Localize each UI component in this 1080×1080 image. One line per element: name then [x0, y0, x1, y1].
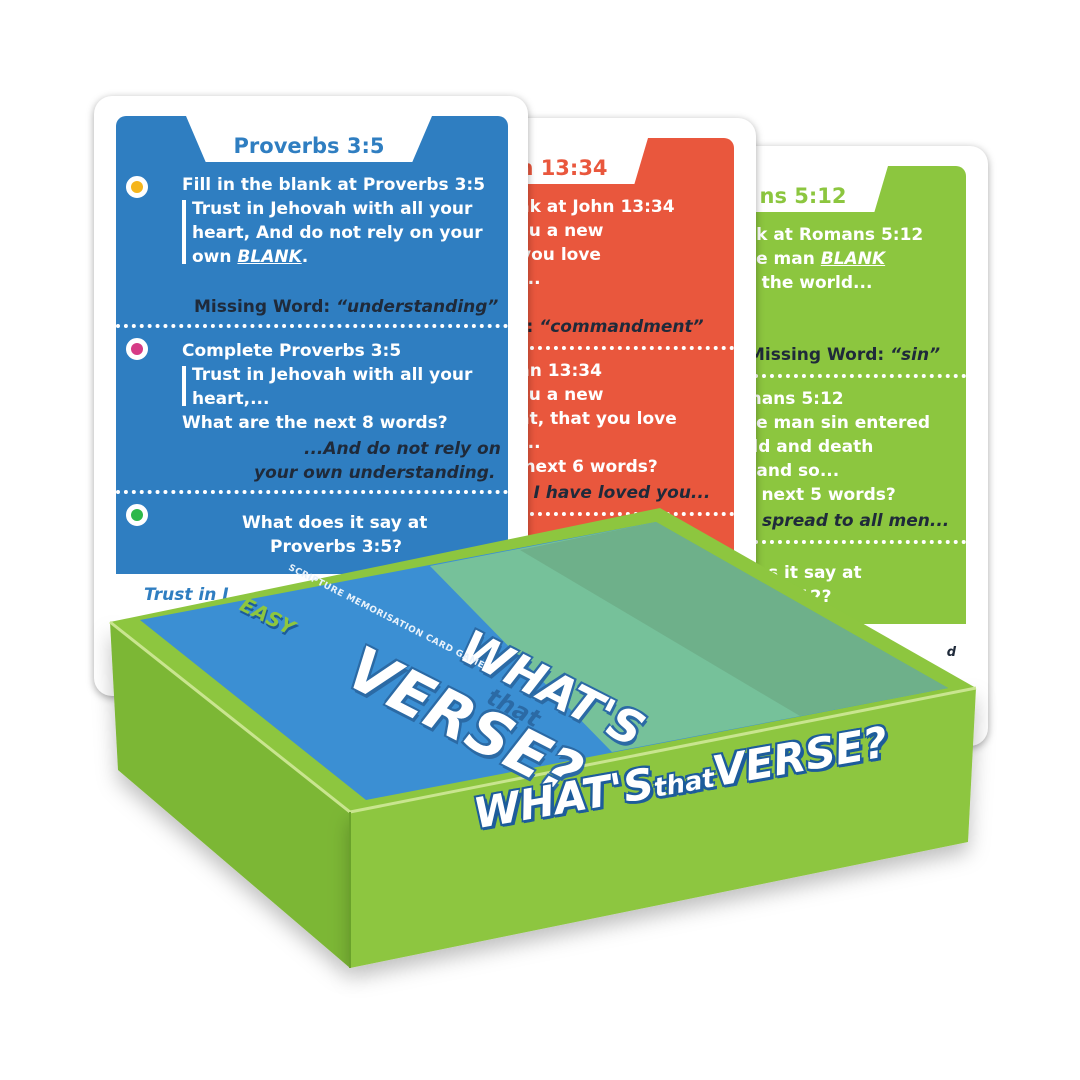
card-john-q2-line1: you a new	[506, 385, 604, 405]
card-proverbs-q1-line3-a: own	[192, 247, 238, 267]
card-proverbs-title-tab: Proverbs 3:5	[186, 116, 432, 162]
card-romans-q1-line1-a: ne man	[744, 249, 821, 269]
card-romans-divider-1	[738, 374, 966, 378]
card-proverbs-q2-title: Complete Proverbs 3:5	[182, 341, 402, 361]
card-proverbs-q2-line1: Trust in Jehovah with all your	[192, 365, 473, 385]
card-romans-q2-title: mans 5:12	[744, 389, 844, 409]
card-proverbs-q1-quote-bar	[182, 200, 186, 264]
card-romans-q3-answer: d	[946, 645, 956, 660]
card-romans-missing-label: Missing Word:	[748, 345, 891, 365]
card-john-divider-2	[498, 512, 734, 516]
card-proverbs-q2-answer2: your own understanding.	[254, 463, 496, 483]
card-john-q1-title: ank at John 13:34	[506, 197, 675, 217]
card-proverbs-q1-line1: Trust in Jehovah with all your	[192, 199, 473, 219]
card-proverbs-q2-question: What are the next 8 words?	[182, 413, 448, 433]
card-john-q2-line2: ent, that you love	[506, 409, 677, 429]
card-romans-title: ns 5:12	[759, 184, 847, 208]
card-proverbs-divider-1	[116, 324, 508, 328]
card-proverbs-q3-line1: What does it say at	[242, 513, 428, 533]
card-romans-q1-line1: ne man BLANK	[744, 248, 885, 270]
card-proverbs-q2-line2: heart,...	[192, 389, 270, 409]
difficulty-dot-yellow	[126, 176, 148, 198]
card-proverbs-q3-line2: Proverbs 3:5?	[270, 537, 403, 557]
card-proverbs-q1-line2: heart, And do not rely on your	[192, 223, 483, 243]
card-john-q2-answer: as I have loved you...	[506, 483, 711, 503]
card-proverbs-missing-label: Missing Word:	[194, 297, 337, 317]
card-proverbs-q1-missing: Missing Word: “understanding”	[194, 296, 498, 318]
card-proverbs-missing-word: “understanding”	[336, 297, 499, 317]
card-romans-q3-line1: s it say at	[768, 563, 862, 583]
card-romans-q2-answer: n spread to all men...	[744, 511, 950, 531]
card-proverbs-q2-quote-bar	[182, 366, 186, 406]
card-romans-q2-question: e next 5 words?	[744, 485, 896, 505]
card-romans-q1-missing: Missing Word: “sin”	[748, 344, 940, 366]
card-john-title: n 13:34	[518, 156, 608, 180]
card-romans-divider-2	[738, 540, 966, 544]
card-romans-q1-blank: BLANK	[820, 249, 886, 269]
card-romans-q1-line2: o the world...	[744, 273, 873, 293]
card-john-divider-1	[498, 346, 734, 350]
card-john-q2-question: e next 6 words?	[506, 457, 658, 477]
card-john-missing-word: “commandment”	[539, 317, 704, 337]
card-proverbs-q1-blank: BLANK	[237, 247, 302, 267]
card-proverbs-q1-line3: own BLANK.	[192, 246, 308, 268]
card-proverbs-divider-2	[116, 490, 508, 494]
card-john-q2-title: ohn 13:34	[506, 361, 602, 381]
card-romans-title-tab: ns 5:12	[738, 166, 888, 212]
card-romans-q2-line2: rld and death	[744, 437, 874, 457]
card-proverbs-q1-line3-c: .	[301, 247, 309, 267]
card-proverbs-q1-title: Fill in the blank at Proverbs 3:5	[182, 175, 486, 195]
card-proverbs-title: Proverbs 3:5	[233, 134, 385, 158]
card-romans-q1-title: nk at Romans 5:12	[744, 225, 924, 245]
card-proverbs-q3-answer: Trust in J	[144, 585, 229, 605]
card-proverbs-q2-answer1: ...And do not rely on	[304, 439, 501, 459]
card-john-q1-line2: t you love	[506, 245, 601, 265]
front-logo-that: that	[651, 763, 717, 804]
card-romans-q2-line1: ne man sin entered	[744, 413, 931, 433]
card-romans-q2-line3: , and so...	[744, 461, 840, 481]
difficulty-dot-green	[126, 504, 148, 526]
difficulty-dot-pink	[126, 338, 148, 360]
card-romans-missing-word: “sin”	[890, 345, 941, 365]
card-john-q1-line1: you a new	[506, 221, 604, 241]
